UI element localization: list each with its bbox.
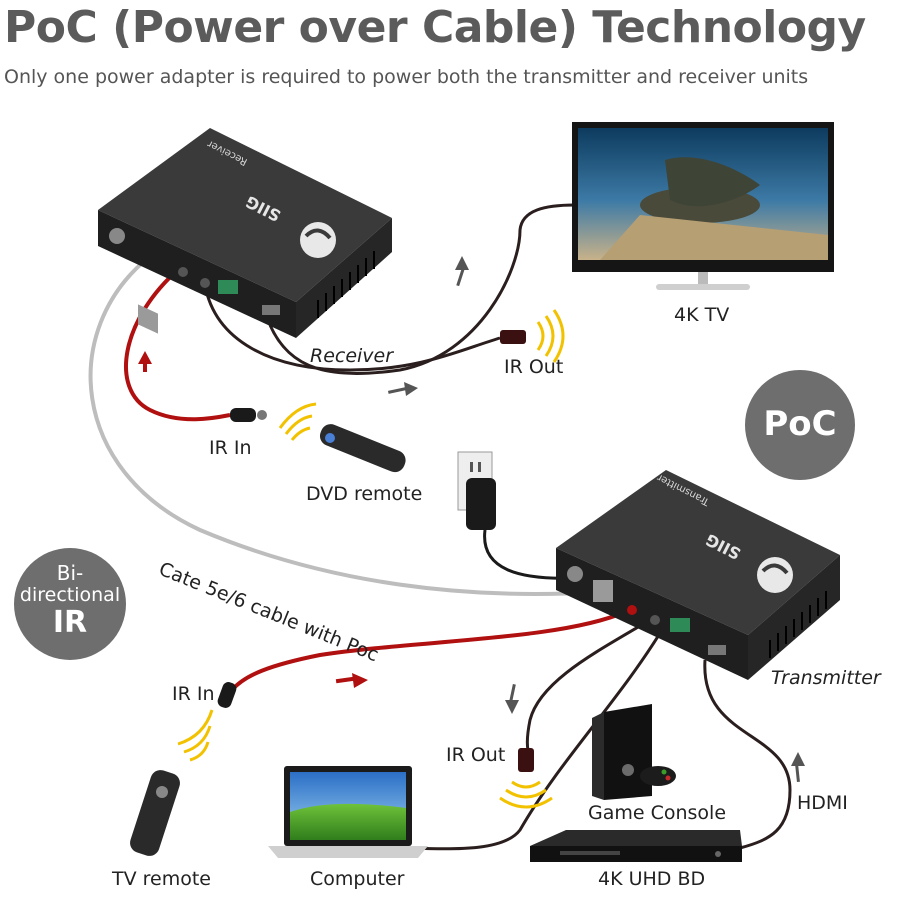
arrow-icon [335,673,368,688]
ir-in-label-top: IR In [209,437,252,459]
ir-out-label-top: IR Out [504,356,564,378]
ir-in-cable-transmitter [230,610,626,692]
bd-player-label: 4K UHD BD [598,868,706,890]
dvd-remote-icon [278,402,406,473]
ir-in-sensor-icon [217,682,237,708]
receiver-label: Receiver [310,345,394,367]
transmitter-label: Transmitter [771,667,881,689]
ir-in-sensor-icon [230,408,267,422]
dvd-remote-label: DVD remote [306,483,423,505]
power-adapter-icon [457,451,496,530]
poc-badge: PoC [745,370,855,480]
computer-cable [411,624,667,851]
page-subtitle: Only one power adapter is required to po… [4,66,809,88]
ir-out-label-bottom: IR Out [446,744,506,766]
ir-out-emitter-icon [499,748,553,809]
tv-label: 4K TV [674,304,730,326]
arrow-icon [138,351,152,364]
ir-in-label-bottom: IR In [172,683,215,705]
ir-out-cable-transmitter [525,618,651,751]
ir-out-emitter-icon [500,309,565,363]
bidir-line2: directional [19,584,121,606]
receiver-unit [98,128,392,338]
hdmi-cable-receiver [268,203,576,376]
bd-player-icon [530,830,742,862]
tv-remote-label: TV remote [112,868,211,890]
ir-out-cable-receiver [203,284,501,372]
bidir-line1: Bi- [56,561,84,585]
poc-badge-text: PoC [763,404,837,444]
hdmi-label: HDMI [797,792,848,814]
cat-cable [88,256,601,596]
tv-remote-icon [130,709,214,856]
game-console-icon [592,704,676,800]
game-console-label: Game Console [588,802,727,824]
computer-icon [268,766,428,858]
computer-label: Computer [310,868,405,890]
page-title: PoC (Power over Cable) Technology [4,2,866,53]
arrow-icon [387,256,805,783]
tv-icon [572,122,834,290]
bidir-line3: IR [52,605,88,640]
transmitter-unit [556,470,840,680]
hdmi-cable-bd [703,659,792,850]
bidirectional-ir-badge: Bi- directional IR [14,548,126,660]
